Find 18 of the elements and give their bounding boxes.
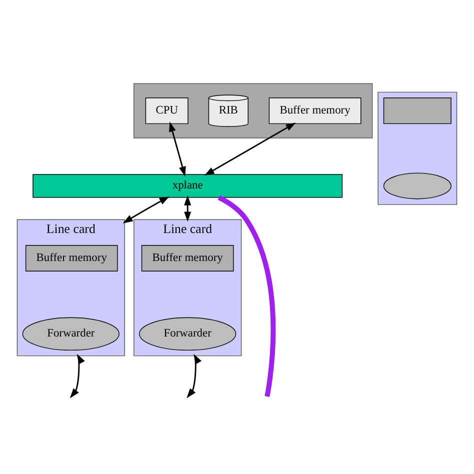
arrow: [169, 121, 186, 176]
node-box: Buffer memory: [141, 244, 234, 272]
cluster: [378, 91, 458, 204]
arrow: [186, 353, 202, 398]
node-box: Buffer memory: [268, 97, 362, 124]
arrow: [184, 194, 192, 222]
arrow: [122, 196, 170, 223]
node-ellipse: Forwarder: [22, 316, 120, 350]
node-ellipse: [383, 172, 452, 199]
node-box: [383, 97, 452, 124]
node-box: Buffer memory: [25, 244, 118, 272]
connector: [218, 194, 276, 397]
arrow: [70, 353, 85, 398]
cluster: [134, 82, 373, 138]
arrow: [204, 122, 296, 176]
node-box: CPU: [145, 97, 188, 124]
node-box: xplane: [32, 174, 343, 198]
node-ellipse: Forwarder: [139, 316, 236, 350]
